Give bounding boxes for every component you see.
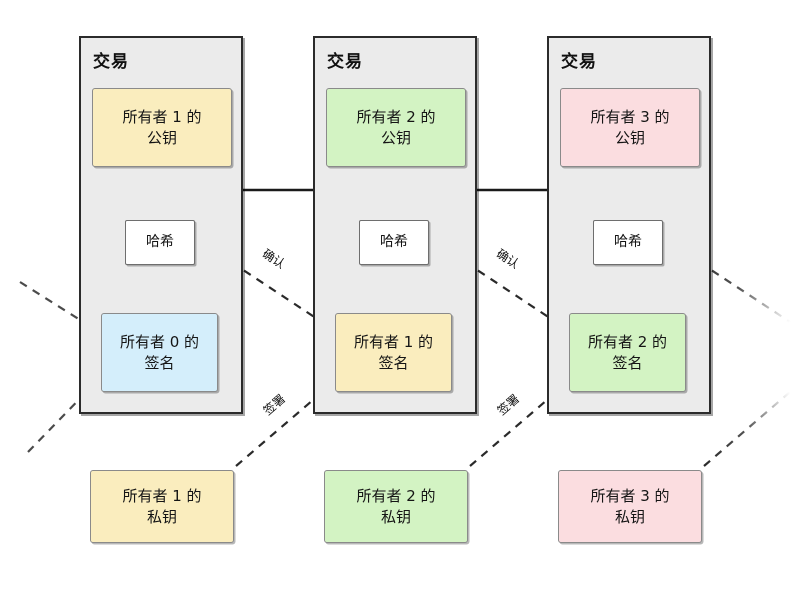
signature-box-3: 所有者 2 的 签名 (569, 313, 686, 392)
public-key-line2-2: 公钥 (380, 128, 411, 147)
signature-line1-1: 所有者 0 的 (119, 333, 200, 352)
transaction-title-3: 交易 (561, 52, 597, 72)
public-key-line1-2: 所有者 2 的 (356, 108, 436, 127)
public-key-line2-1: 公钥 (146, 128, 177, 147)
transaction-title-1: 交易 (93, 52, 129, 72)
private-key-box-1: 所有者 1 的 私钥 (90, 470, 234, 543)
signature-line2-1: 签名 (144, 353, 175, 372)
signature-box-1: 所有者 0 的 签名 (101, 313, 218, 392)
public-key-line2-3: 公钥 (614, 128, 645, 147)
public-key-box-3: 所有者 3 的 公钥 (560, 88, 700, 167)
hash-box-2: 哈希 (359, 220, 429, 265)
public-key-box-1: 所有者 1 的 公钥 (92, 88, 232, 167)
signature-line1-3: 所有者 2 的 (587, 333, 668, 352)
private-key-line2-2: 私钥 (380, 507, 411, 526)
hash-box-1: 哈希 (125, 220, 195, 265)
private-key-line1-2: 所有者 2 的 (356, 487, 436, 506)
signature-line2-3: 签名 (612, 353, 643, 372)
public-key-line1-1: 所有者 1 的 (122, 108, 202, 127)
hash-label-1: 哈希 (146, 234, 174, 251)
sign-dashed-arrow-offscreen-right (703, 391, 791, 467)
private-key-line1-1: 所有者 1 的 (122, 487, 202, 506)
signature-box-2: 所有者 1 的 签名 (335, 313, 452, 392)
private-key-line2-3: 私钥 (614, 507, 645, 526)
hash-box-3: 哈希 (593, 220, 663, 265)
transaction-title-2: 交易 (327, 52, 363, 72)
public-key-line1-3: 所有者 3 的 (590, 108, 670, 127)
hash-label-2: 哈希 (380, 234, 408, 251)
private-key-box-3: 所有者 3 的 私钥 (558, 470, 702, 543)
signature-line2-2: 签名 (378, 353, 409, 372)
private-key-line2-1: 私钥 (146, 507, 177, 526)
public-key-box-2: 所有者 2 的 公钥 (326, 88, 466, 167)
signature-line1-2: 所有者 1 的 (353, 333, 434, 352)
hash-label-3: 哈希 (614, 234, 642, 251)
private-key-line1-3: 所有者 3 的 (590, 487, 670, 506)
private-key-box-2: 所有者 2 的 私钥 (324, 470, 468, 543)
